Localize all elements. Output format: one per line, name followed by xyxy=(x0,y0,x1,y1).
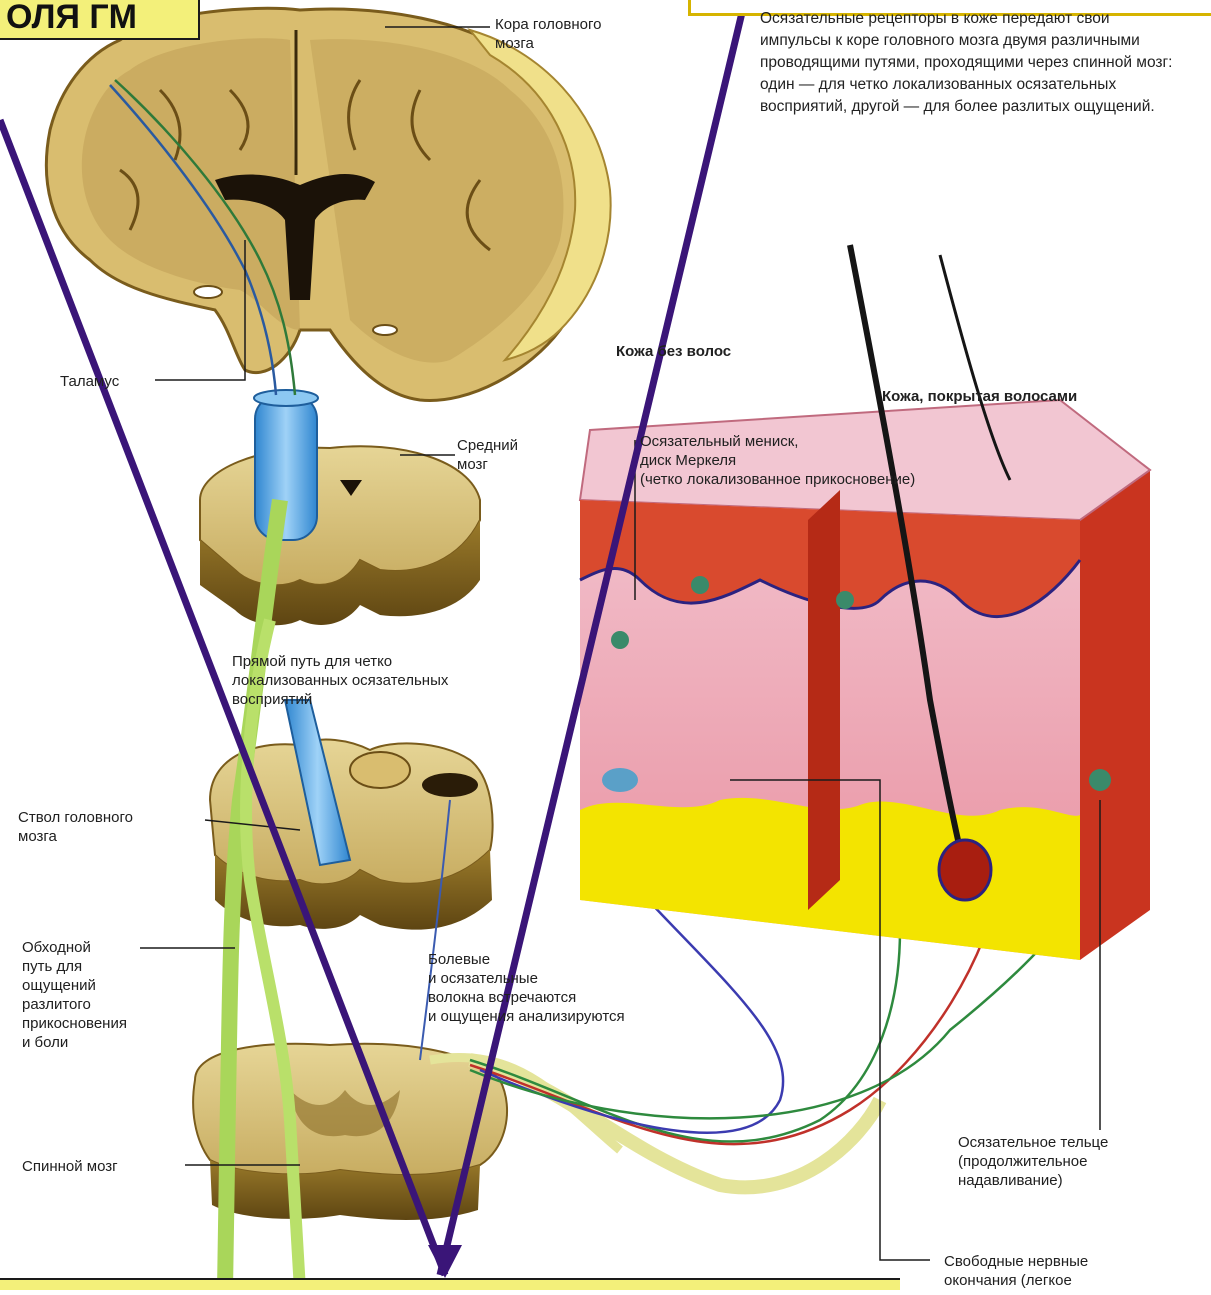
label-tactile-body: Осязательное тельце (продолжительное над… xyxy=(958,1133,1108,1190)
label-midbrain: Средний мозг xyxy=(457,436,518,474)
label-direct-path: Прямой путь для четко локализованных ося… xyxy=(232,652,448,709)
title-text: ОЛЯ ГМ xyxy=(6,0,137,36)
label-pain-fibers: Болевые и осязательные волокна встречают… xyxy=(428,950,625,1026)
label-thalamus: Таламус xyxy=(60,372,119,391)
title-box: ОЛЯ ГМ xyxy=(0,0,200,40)
description-text: Осязательные рецепторы в коже передают с… xyxy=(760,8,1180,118)
label-brainstem: Ствол головного мозга xyxy=(18,808,133,846)
label-bypass-path: Обходной путь для ощущений разлитого при… xyxy=(22,938,127,1052)
label-cortex: Кора головного мозга xyxy=(495,15,601,53)
label-hairless-skin: Кожа без волос xyxy=(616,342,731,361)
midbrain-slab xyxy=(200,446,480,625)
bottom-caption-box xyxy=(0,1278,900,1290)
label-hairy-skin: Кожа, покрытая волосами xyxy=(882,387,1077,406)
label-free-endings: Свободные нервные окончания (легкое xyxy=(944,1252,1088,1290)
brain-section xyxy=(46,8,610,400)
label-merkel: Осязательный мениск, диск Меркеля (четко… xyxy=(640,432,915,489)
label-spinal-cord: Спинной мозг xyxy=(22,1157,118,1176)
